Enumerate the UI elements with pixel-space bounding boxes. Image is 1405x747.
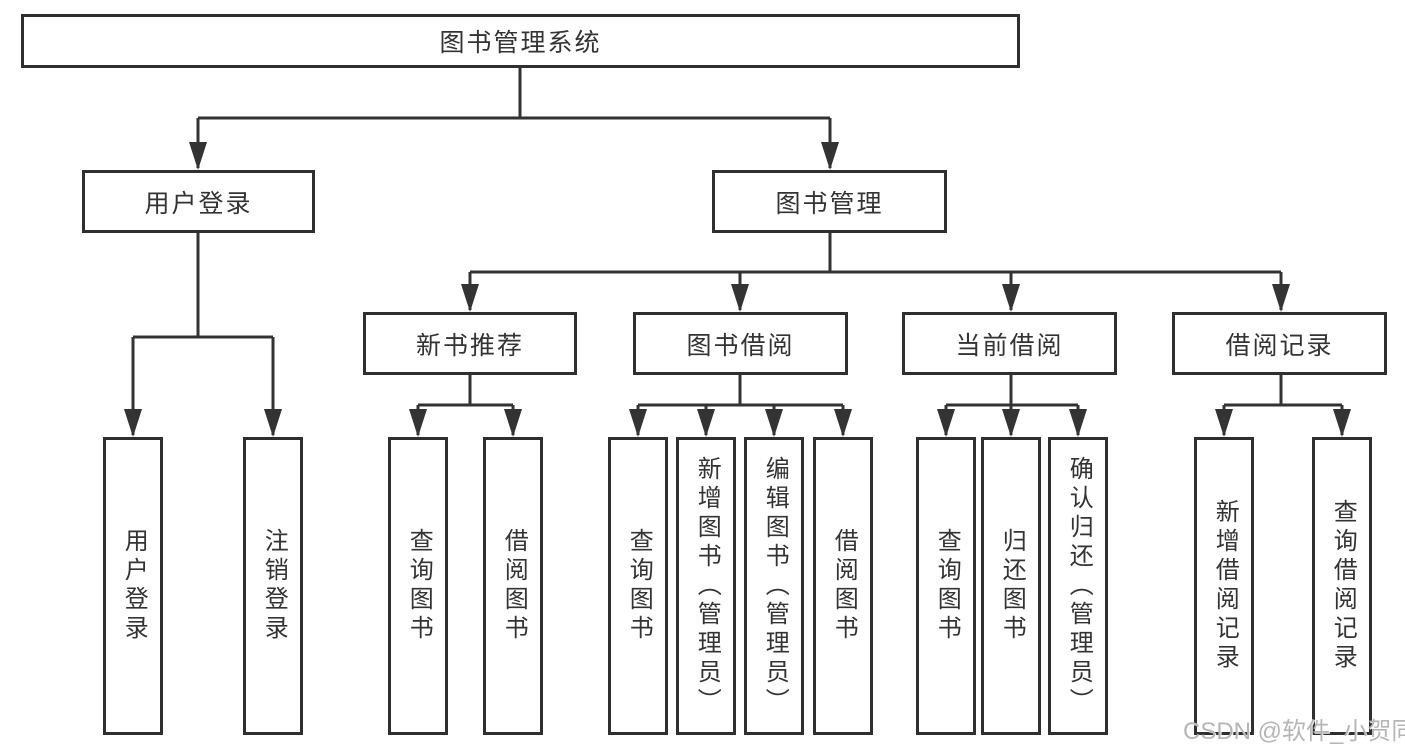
node-user-login: 用户登录: [82, 170, 315, 233]
csdn-watermark: CSDN @软件_小贺同学: [1183, 718, 1405, 745]
node-label: 查询借阅记录: [1329, 499, 1357, 673]
leaf-borrow-books-recommend: 借阅图书: [483, 437, 543, 735]
node-borrow-records: 借阅记录: [1172, 312, 1387, 375]
node-label: 注销登录: [260, 528, 288, 644]
node-new-book-recommend: 新书推荐: [363, 312, 577, 375]
node-label: 用户登录: [120, 528, 148, 644]
connector-lines: [131, 68, 1344, 435]
leaf-search-borrow-record: 查询借阅记录: [1312, 437, 1372, 735]
node-label: 确认归还（管理员）: [1065, 455, 1093, 717]
leaf-search-books-recommend: 查询图书: [388, 437, 448, 735]
node-label: 用户登录: [144, 189, 253, 218]
node-label: 图书借阅: [686, 331, 795, 360]
node-label: 编辑图书（管理员）: [761, 455, 789, 717]
node-label: 查询图书: [625, 528, 653, 644]
leaf-confirm-return-admin: 确认归还（管理员）: [1048, 437, 1108, 735]
leaf-logout: 注销登录: [243, 437, 303, 735]
node-book-management: 图书管理: [712, 170, 947, 233]
node-label: 图书管理: [775, 189, 884, 218]
leaf-user-login: 用户登录: [103, 437, 163, 735]
arrowhead-icons: [124, 142, 1351, 437]
node-label: 借阅图书: [500, 528, 528, 644]
node-label: 图书管理系统: [439, 29, 602, 57]
node-label: 查询图书: [405, 528, 433, 644]
node-label: 归还图书: [998, 528, 1026, 644]
leaf-add-books-admin: 新增图书（管理员）: [676, 437, 736, 735]
leaf-borrow-books: 借阅图书: [813, 437, 873, 735]
node-label: 新增图书（管理员）: [693, 455, 721, 717]
leaf-return-books: 归还图书: [981, 437, 1041, 735]
node-label: 借阅记录: [1225, 331, 1334, 360]
node-label: 新增借阅记录: [1211, 499, 1239, 673]
node-label: 当前借阅: [955, 331, 1064, 360]
leaf-edit-books-admin: 编辑图书（管理员）: [744, 437, 804, 735]
node-label: 查询图书: [933, 528, 961, 644]
leaf-search-books-current: 查询图书: [916, 437, 976, 735]
node-current-borrow: 当前借阅: [902, 312, 1117, 375]
node-label: 借阅图书: [830, 528, 858, 644]
leaf-search-books-borrow: 查询图书: [608, 437, 668, 735]
node-book-management-system: 图书管理系统: [21, 14, 1020, 68]
node-label: 新书推荐: [415, 331, 524, 360]
leaf-add-borrow-record: 新增借阅记录: [1194, 437, 1254, 735]
node-book-borrow: 图书借阅: [633, 312, 848, 375]
